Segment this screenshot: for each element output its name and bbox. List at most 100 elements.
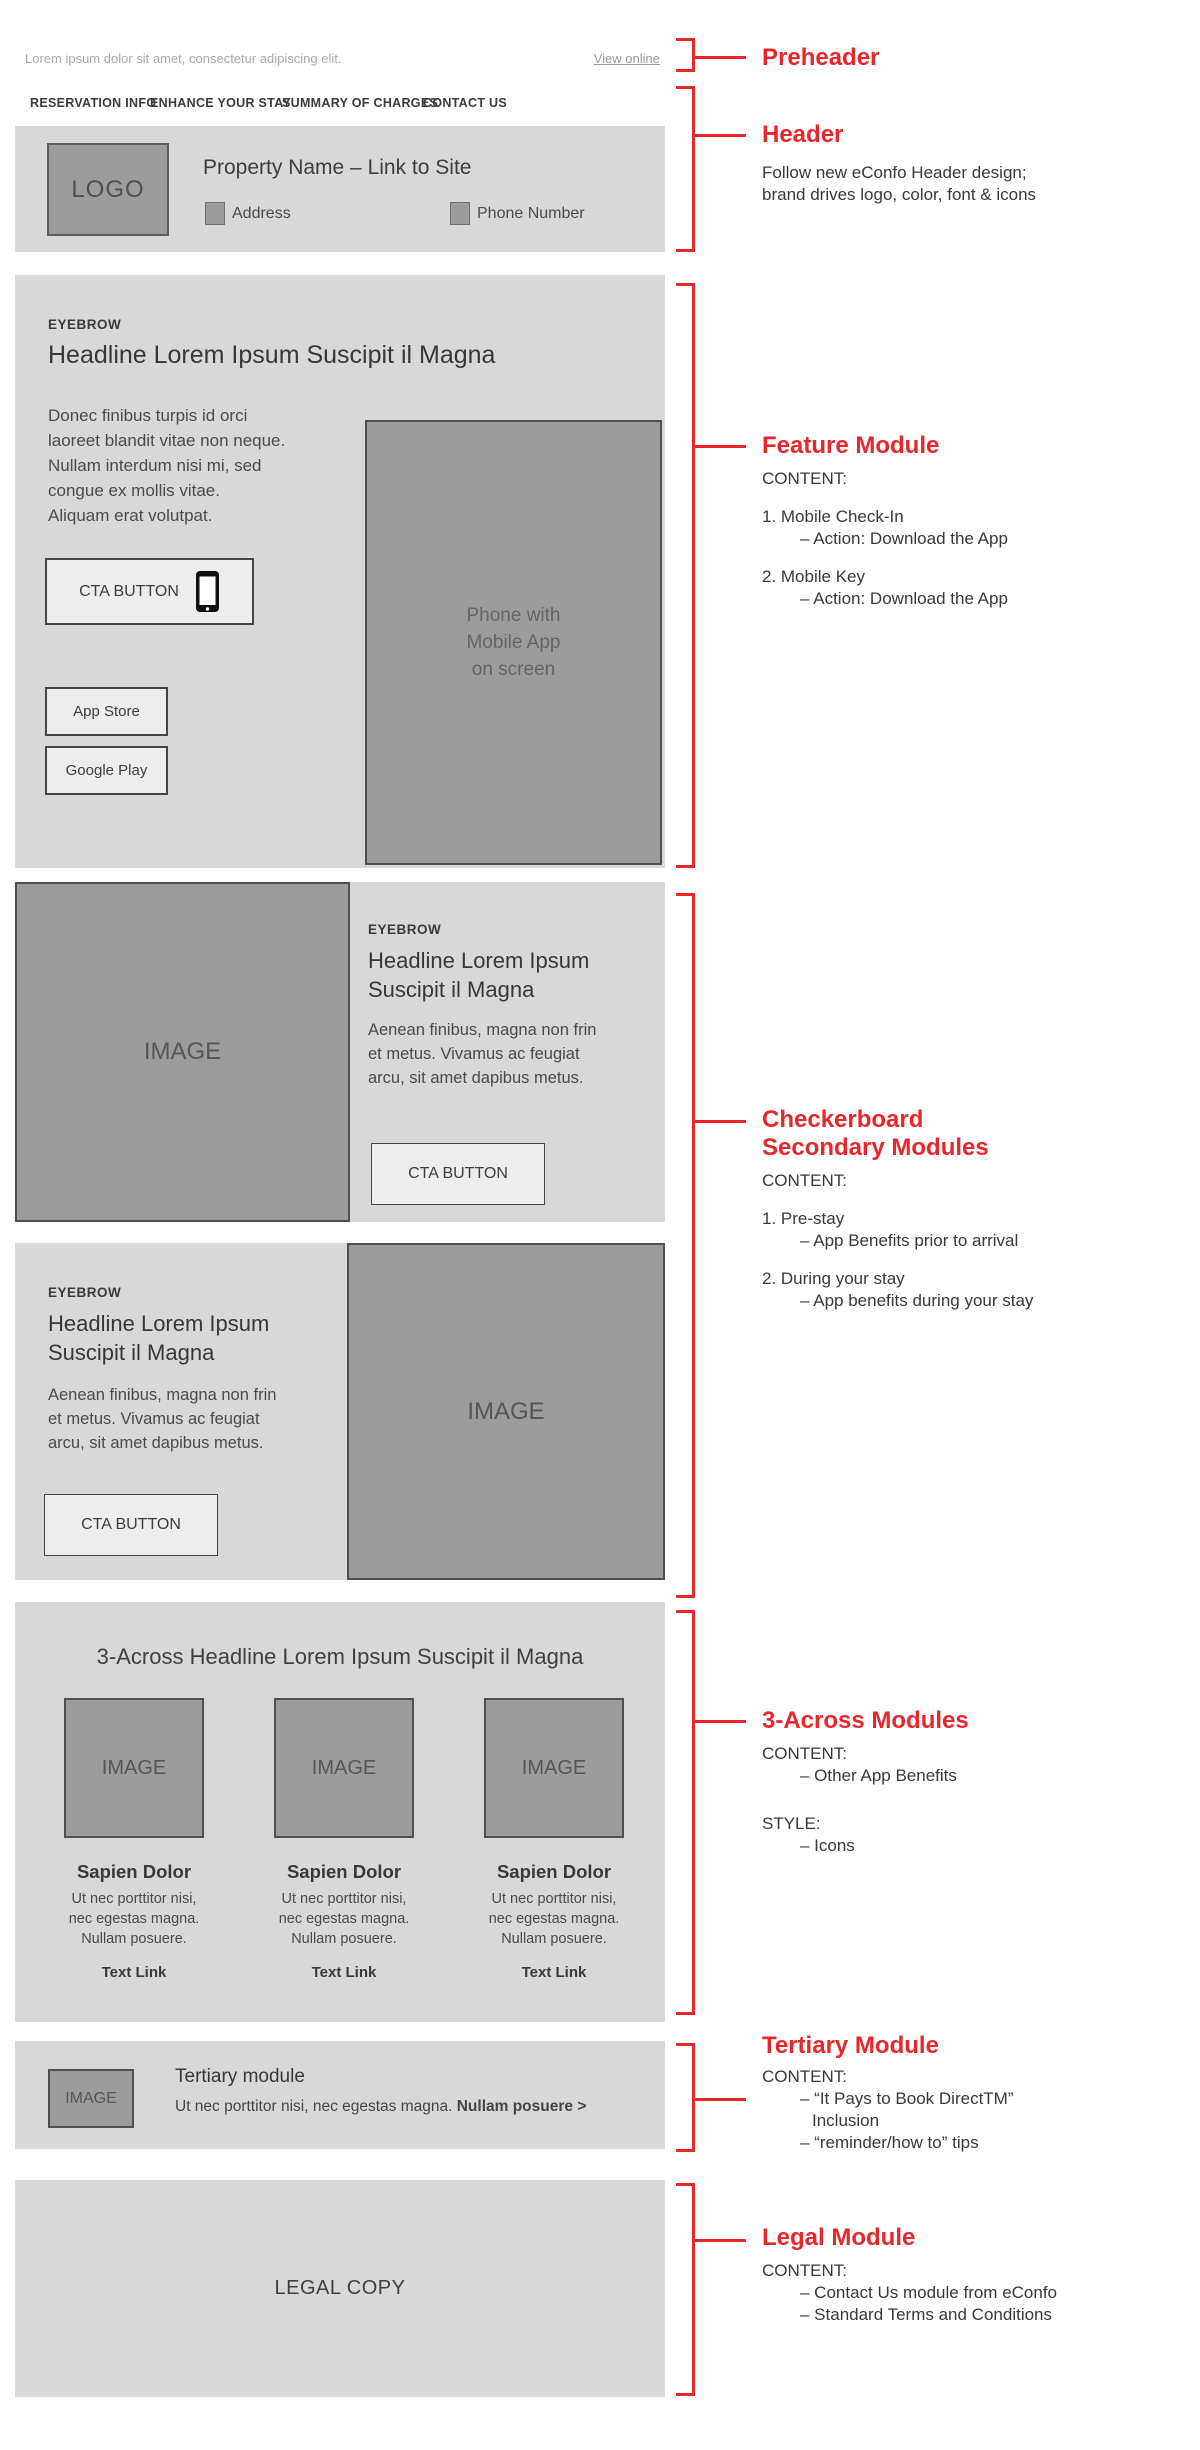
annotation-line: – App Benefits prior to arrival xyxy=(800,1231,1019,1250)
tertiary-body-text: Ut nec porttitor nisi, nec egestas magna… xyxy=(175,2098,457,2115)
annotation-line: – Icons xyxy=(800,1836,855,1855)
legal-module: LEGAL COPY xyxy=(15,2180,665,2397)
checkerboard-2-body-text: Aenean finibus, magna non frin et metus.… xyxy=(48,1386,277,1452)
annotation-header-title: Header xyxy=(762,121,844,148)
feature-headline: Headline Lorem Ipsum Suscipit il Magna xyxy=(48,341,496,369)
phone-image-placeholder: Phone with Mobile App on screen xyxy=(365,420,662,865)
annotation-line: 1. Mobile Check-In xyxy=(762,507,904,526)
property-name-link[interactable]: Property Name – Link to Site xyxy=(203,156,472,179)
three-across-column-1: IMAGE Sapien Dolor Ut nec porttitor nisi… xyxy=(49,1698,219,1981)
annotation-line: – Standard Terms and Conditions xyxy=(800,2305,1053,2324)
annotation-header-note: Follow new eConfo Header design; brand d… xyxy=(762,163,1037,204)
three-across-module: 3-Across Headline Lorem Ipsum Suscipit i… xyxy=(15,1602,665,2022)
three-across-2-body-text: Ut nec porttitor nisi, nec egestas magna… xyxy=(278,1891,410,1947)
logo-placeholder: LOGO xyxy=(47,143,169,236)
checkerboard-module-2: EYEBROW Headline Lorem Ipsum Suscipit il… xyxy=(15,1243,665,1580)
annotation-tertiary-body: CONTENT: – “It Pays to Book DirectTM” In… xyxy=(762,2066,1192,2154)
three-across-3-text-link[interactable]: Text Link xyxy=(521,1964,587,1981)
annotation-line: – App benefits during your stay xyxy=(800,1291,1034,1310)
annotation-connector-checkerboard xyxy=(694,1120,746,1123)
annotation-line: CONTENT: xyxy=(762,2067,847,2086)
three-across-1-title: Sapien Dolor xyxy=(76,1861,192,1882)
annotation-legal-body: CONTENT: – Contact Us module from eConfo… xyxy=(762,2260,1192,2326)
feature-cta-label: CTA BUTTON xyxy=(79,582,179,600)
annotation-tertiary: Tertiary Module CONTENT: – “It Pays to B… xyxy=(762,2032,1192,2154)
annotation-header: Header Follow new eConfo Header design; … xyxy=(762,121,1192,206)
annotation-connector-legal xyxy=(694,2239,746,2242)
three-across-column-2: IMAGE Sapien Dolor Ut nec porttitor nisi… xyxy=(259,1698,429,1981)
annotation-connector-preheader xyxy=(694,56,746,59)
annotation-connector-header xyxy=(694,134,746,137)
annotation-three-across-title: 3-Across Modules xyxy=(762,1707,969,1734)
checkerboard-1-eyebrow: EYEBROW xyxy=(368,922,442,937)
preheader-text: Lorem ipsum dolor sit amet, consectetur … xyxy=(25,51,342,66)
checkerboard-1-headline: Headline Lorem Ipsum Suscipit il Magna xyxy=(368,948,590,1002)
nav-item-summary-of-charges[interactable]: SUMMARY OF CHARGES xyxy=(282,96,439,110)
checkerboard-1-body-text: Aenean finibus, magna non frin et metus.… xyxy=(368,1021,597,1087)
tertiary-image-placeholder: IMAGE xyxy=(48,2069,134,2128)
three-across-3-body-text: Ut nec porttitor nisi, nec egestas magna… xyxy=(488,1891,620,1947)
annotation-bracket-header xyxy=(676,86,695,252)
tertiary-module: IMAGE Tertiary module Ut nec porttitor n… xyxy=(15,2041,665,2149)
address-label: Address xyxy=(232,205,291,222)
feature-eyebrow: EYEBROW xyxy=(48,317,122,332)
smartphone-icon xyxy=(195,570,220,613)
annotation-bracket-three-across xyxy=(676,1610,695,2015)
annotation-line: Inclusion xyxy=(812,2111,880,2130)
annotation-line: 2. During your stay xyxy=(762,1269,905,1288)
annotation-line: – Action: Download the App xyxy=(800,589,1008,608)
tertiary-body: Ut nec porttitor nisi, nec egestas magna… xyxy=(175,2098,586,2116)
annotation-bracket-tertiary xyxy=(676,2043,695,2152)
annotation-connector-three-across xyxy=(694,1720,746,1723)
annotation-legal: Legal Module CONTENT: – Contact Us modul… xyxy=(762,2224,1192,2326)
view-online-link[interactable]: View online xyxy=(593,51,660,66)
checkerboard-2-image-placeholder: IMAGE xyxy=(347,1243,665,1580)
annotation-bracket-legal xyxy=(676,2183,695,2396)
annotation-bracket-checkerboard xyxy=(676,893,695,1598)
three-across-column-3: IMAGE Sapien Dolor Ut nec porttitor nisi… xyxy=(469,1698,639,1981)
three-across-2-title: Sapien Dolor xyxy=(286,1861,402,1882)
phone-icon xyxy=(450,202,470,225)
tertiary-title: Tertiary module xyxy=(175,2066,305,2087)
checkerboard-1-cta-button[interactable]: CTA BUTTON xyxy=(371,1143,545,1205)
annotation-checkerboard-title: Checkerboard Secondary Modules xyxy=(762,1106,989,1161)
annotation-three-across: 3-Across Modules CONTENT: – Other App Be… xyxy=(762,1707,1192,1857)
legal-copy-placeholder: LEGAL COPY xyxy=(274,2277,406,2299)
three-across-1-body-text: Ut nec porttitor nisi, nec egestas magna… xyxy=(68,1891,200,1947)
annotation-checkerboard: Checkerboard Secondary Modules CONTENT: … xyxy=(762,1106,1192,1312)
annotation-checkerboard-body: CONTENT: 1. Pre-stay – App Benefits prio… xyxy=(762,1170,1192,1312)
nav-item-contact-us[interactable]: CONTACT US xyxy=(423,96,508,110)
annotation-line: CONTENT: xyxy=(762,469,847,488)
three-across-3-image-placeholder: IMAGE xyxy=(484,1698,624,1838)
three-across-headline: 3-Across Headline Lorem Ipsum Suscipit i… xyxy=(96,1644,584,1669)
annotation-line: STYLE: xyxy=(762,1814,821,1833)
annotation-connector-tertiary xyxy=(694,2098,746,2101)
google-play-button[interactable]: Google Play xyxy=(45,746,168,795)
nav-item-enhance-your-stay[interactable]: ENHANCE YOUR STAY xyxy=(150,96,292,110)
checkerboard-module-1: IMAGE EYEBROW Headline Lorem Ipsum Susci… xyxy=(15,882,665,1222)
feature-body-text: Donec finibus turpis id orci laoreet bla… xyxy=(48,406,286,525)
checkerboard-2-cta-button[interactable]: CTA BUTTON xyxy=(44,1494,218,1556)
nav-item-reservation-info[interactable]: RESERVATION INFO xyxy=(30,96,157,110)
annotation-three-across-body: CONTENT: – Other App Benefits STYLE: – I… xyxy=(762,1743,1192,1857)
three-across-2-image-placeholder: IMAGE xyxy=(274,1698,414,1838)
three-across-1-text-link[interactable]: Text Link xyxy=(101,1964,167,1981)
feature-cta-button[interactable]: CTA BUTTON xyxy=(45,558,254,625)
tertiary-text-link[interactable]: Nullam posuere > xyxy=(456,2098,587,2115)
annotation-line: CONTENT: xyxy=(762,2261,847,2280)
annotation-feature-body: CONTENT: 1. Mobile Check-In – Action: Do… xyxy=(762,468,1192,610)
app-store-button[interactable]: App Store xyxy=(45,687,168,736)
annotation-preheader: Preheader xyxy=(762,44,1192,72)
annotation-bracket-feature xyxy=(676,283,695,868)
header-module: LOGO Property Name – Link to Site Addres… xyxy=(15,126,665,252)
annotation-feature-title: Feature Module xyxy=(762,432,940,459)
three-across-2-text-link[interactable]: Text Link xyxy=(311,1964,377,1981)
annotation-line: CONTENT: xyxy=(762,1171,847,1190)
annotation-preheader-title: Preheader xyxy=(762,44,880,71)
annotation-line: – Other App Benefits xyxy=(800,1766,957,1785)
annotation-line: – “reminder/how to” tips xyxy=(800,2133,979,2152)
annotation-line: – Contact Us module from eConfo xyxy=(800,2283,1058,2302)
annotation-line: 1. Pre-stay xyxy=(762,1209,845,1228)
annotation-bracket-preheader xyxy=(676,38,695,72)
